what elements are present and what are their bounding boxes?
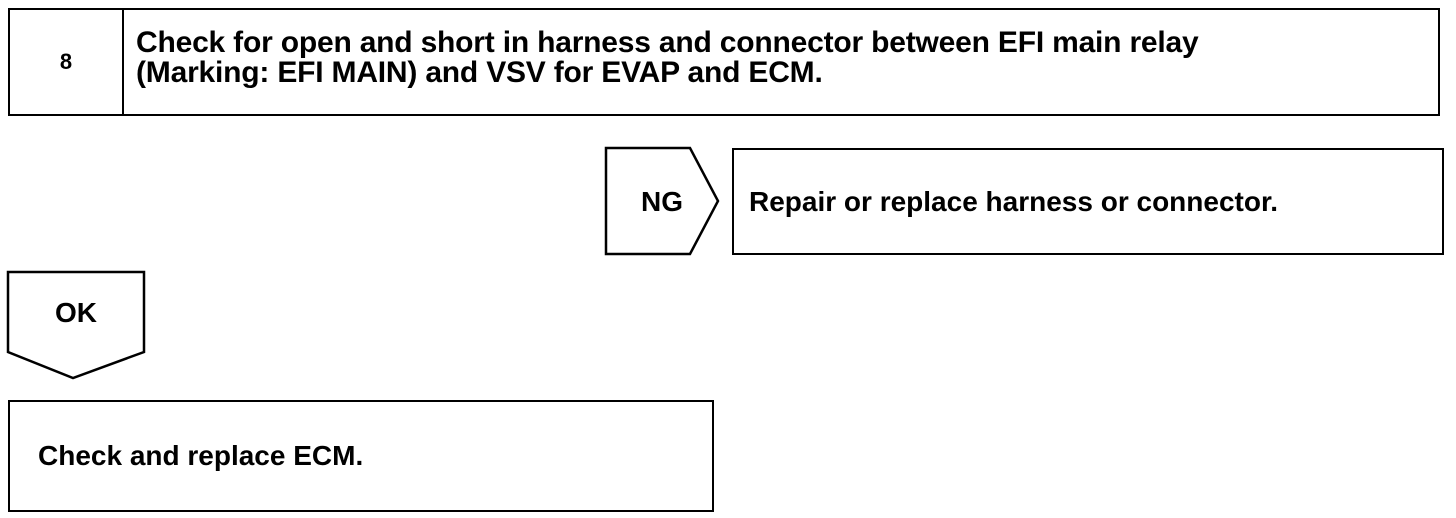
step-title-line-2: (Marking: EFI MAIN) and VSV for EVAP and…: [136, 56, 823, 89]
ng-action-text: Repair or replace harness or connector.: [749, 185, 1279, 217]
ng-label: NG: [641, 185, 683, 217]
ng-arrow-outline: [604, 146, 720, 256]
ok-action-text: Check and replace ECM.: [38, 440, 364, 471]
step-title-line-1: Check for open and short in harness and …: [136, 26, 1199, 59]
ok-action-box: Check and replace ECM.: [8, 400, 714, 512]
step-number: 8: [10, 10, 124, 114]
ok-label: OK: [55, 297, 97, 328]
step-box: 8 Check for open and short in harness an…: [8, 8, 1440, 116]
ng-action-box: Repair or replace harness or connector.: [732, 148, 1444, 255]
ok-arrow-outline: [6, 270, 146, 380]
step-title: Check for open and short in harness and …: [124, 10, 1438, 114]
